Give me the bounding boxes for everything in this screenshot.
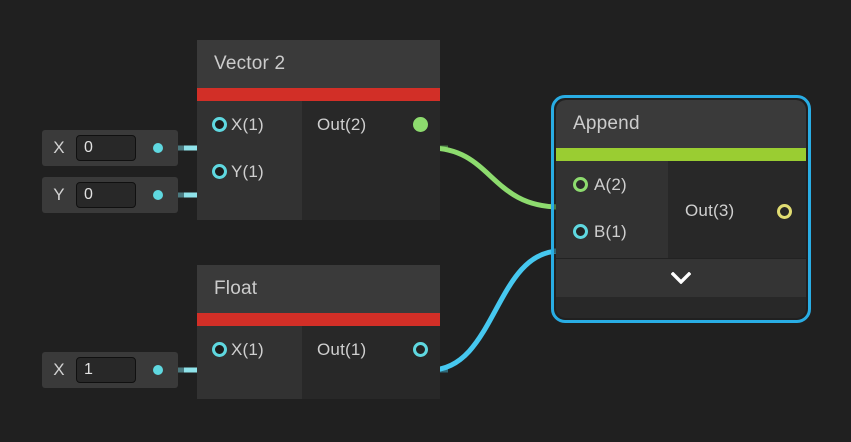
property-label-x: X <box>53 138 65 157</box>
port-label-append-b: B(1) <box>594 221 627 241</box>
node-append-accent-bar <box>556 148 806 161</box>
property-output-dot-vector2-x[interactable] <box>153 143 163 153</box>
port-label-float-x: X(1) <box>231 339 264 359</box>
node-append-header[interactable]: Append <box>556 100 806 148</box>
node-vector2-header[interactable]: Vector 2 <box>197 40 440 88</box>
node-float-inputs: X(1) <box>197 326 302 399</box>
property-row-vector2-y[interactable]: Y <box>42 177 178 213</box>
port-label-append-a: A(2) <box>594 174 627 194</box>
node-append-collapse-bar[interactable] <box>556 258 806 297</box>
port-append-a[interactable]: A(2) <box>556 161 668 208</box>
port-label-float-out: Out(1) <box>317 339 367 359</box>
node-append-body: A(2) B(1) Out(3) <box>556 161 806 258</box>
node-append[interactable]: Append A(2) B(1) Out(3) <box>556 100 806 318</box>
node-vector2-title: Vector 2 <box>214 53 286 74</box>
node-float[interactable]: Float X(1) Out(1) <box>197 265 440 399</box>
wire-vector2-out-to-append-a <box>427 145 563 210</box>
property-input-float-x[interactable] <box>76 357 136 383</box>
socket-append-a-input[interactable] <box>573 177 588 192</box>
port-vector2-y[interactable]: Y(1) <box>197 148 302 195</box>
property-label-float-x: X <box>53 360 65 379</box>
socket-append-b-input[interactable] <box>573 224 588 239</box>
socket-append-out[interactable] <box>777 204 792 219</box>
node-float-header[interactable]: Float <box>197 265 440 313</box>
node-append-wrapper[interactable]: Append A(2) B(1) Out(3) <box>551 95 811 323</box>
port-vector2-out[interactable]: Out(2) <box>302 101 440 148</box>
port-label-append-out: Out(3) <box>685 201 735 220</box>
port-append-out[interactable]: Out(3) <box>668 161 806 258</box>
port-label-vector2-y: Y(1) <box>231 161 264 181</box>
node-append-outputs: Out(3) <box>668 161 806 258</box>
node-vector2-accent-bar <box>197 88 440 101</box>
port-vector2-x[interactable]: X(1) <box>197 101 302 148</box>
socket-float-out[interactable] <box>413 342 428 357</box>
property-input-vector2-x[interactable] <box>76 135 136 161</box>
port-label-vector2-x: X(1) <box>231 114 264 134</box>
node-vector2-body: X(1) Y(1) Out(2) <box>197 101 440 220</box>
node-float-title: Float <box>214 278 258 299</box>
node-vector2[interactable]: Vector 2 X(1) Y(1) Out(2) <box>197 40 440 220</box>
property-input-vector2-y[interactable] <box>76 182 136 208</box>
port-append-b[interactable]: B(1) <box>556 208 668 255</box>
node-vector2-inputs: X(1) Y(1) <box>197 101 302 220</box>
socket-vector2-out[interactable] <box>413 117 428 132</box>
node-float-body: X(1) Out(1) <box>197 326 440 399</box>
port-label-vector2-out: Out(2) <box>317 114 367 134</box>
port-float-x[interactable]: X(1) <box>197 326 302 373</box>
property-output-dot-float-x[interactable] <box>153 365 163 375</box>
node-append-inputs: A(2) B(1) <box>556 161 668 258</box>
node-vector2-outputs: Out(2) <box>302 101 440 220</box>
node-float-outputs: Out(1) <box>302 326 440 399</box>
socket-float-x-input[interactable] <box>212 342 227 357</box>
property-row-float-x[interactable]: X <box>42 352 178 388</box>
wire-float-out-to-append-b <box>427 248 563 373</box>
socket-vector2-y-input[interactable] <box>212 164 227 179</box>
node-float-accent-bar <box>197 313 440 326</box>
property-row-vector2-x[interactable]: X <box>42 130 178 166</box>
property-output-dot-vector2-y[interactable] <box>153 190 163 200</box>
node-append-title: Append <box>573 113 640 134</box>
property-label-y: Y <box>53 185 65 204</box>
socket-vector2-x-input[interactable] <box>212 117 227 132</box>
port-float-out[interactable]: Out(1) <box>302 326 440 373</box>
chevron-down-icon[interactable] <box>671 272 691 284</box>
